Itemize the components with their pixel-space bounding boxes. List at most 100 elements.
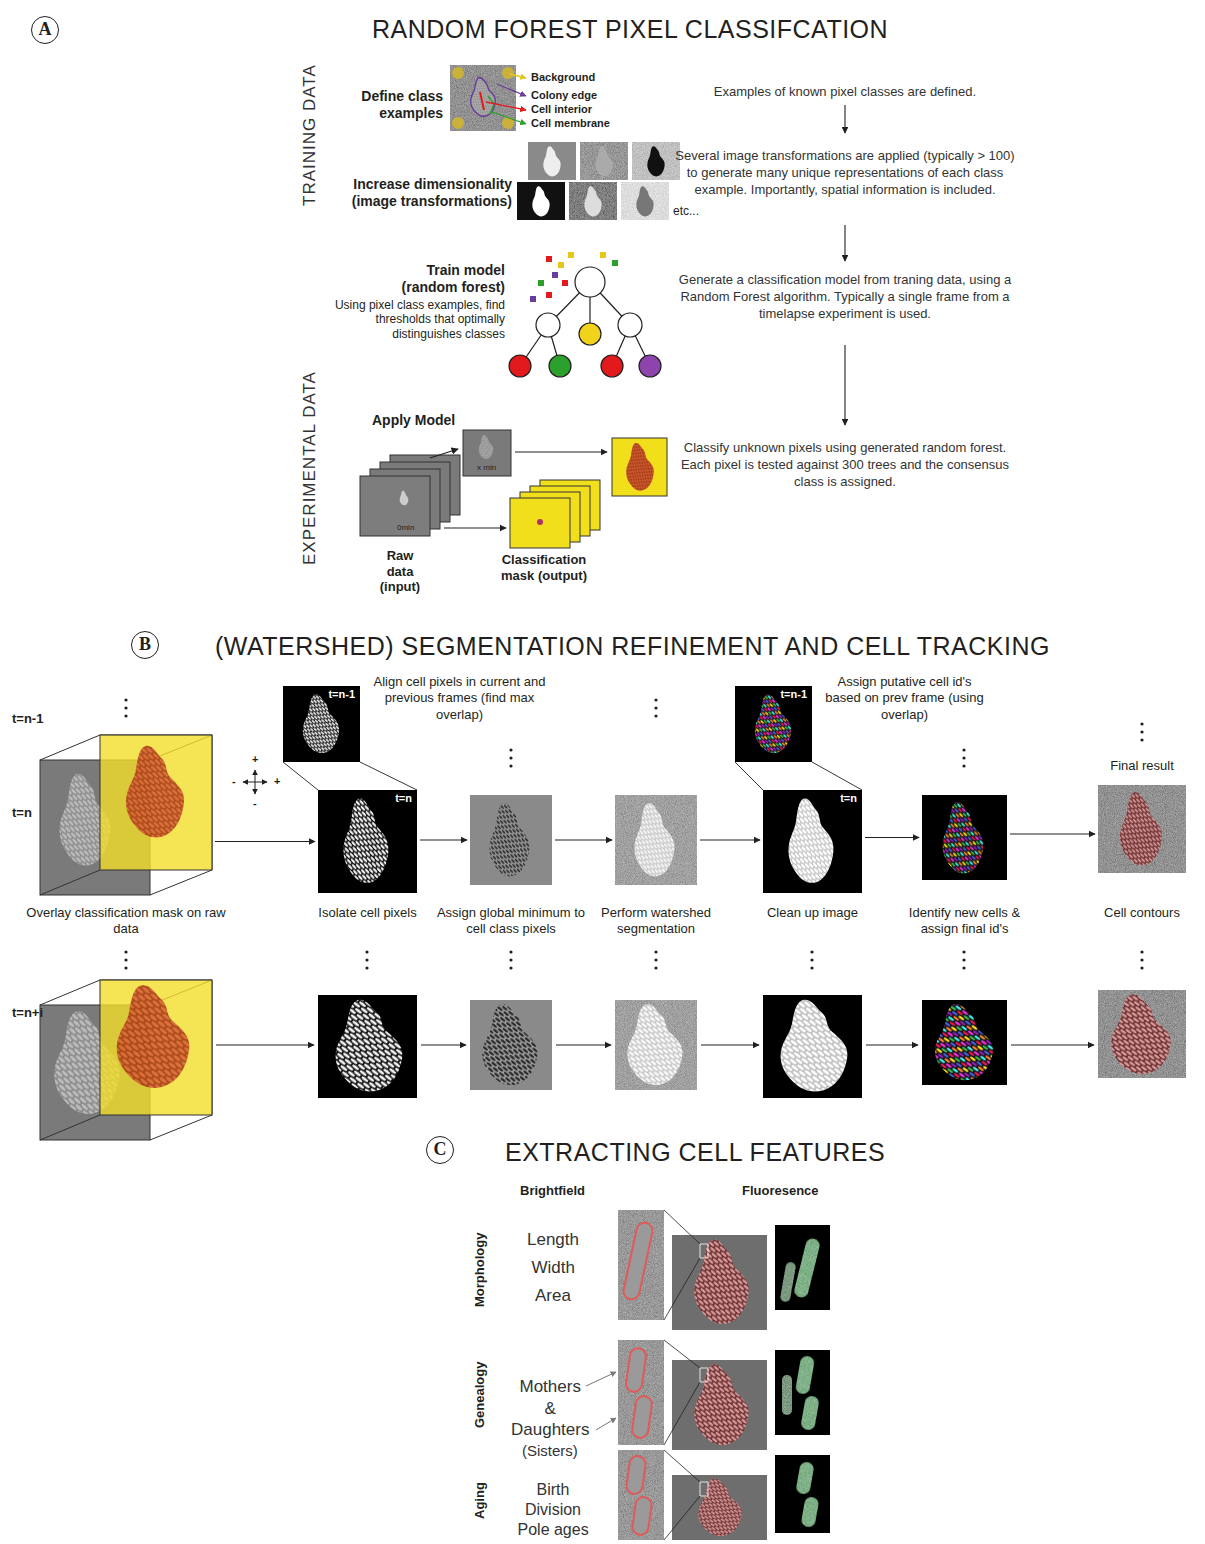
continuation-dots (509, 958, 512, 961)
decision-tree (601, 355, 623, 377)
projection-line (360, 762, 862, 790)
brightfield-crop (631, 1496, 652, 1536)
zoom-line (664, 1496, 700, 1540)
frame-panel (318, 790, 417, 893)
continuation-dots (124, 958, 127, 961)
leader-arrow (586, 1372, 616, 1430)
frame-panel (763, 790, 862, 893)
row-heading: Morphology (472, 1233, 488, 1307)
frame-panel (922, 1000, 1007, 1085)
brightfield-crop (618, 1450, 664, 1540)
continuation-dots (124, 950, 127, 953)
colony-thumbnail (672, 1360, 767, 1450)
watershed-step: Perform watershed segmentation (615, 795, 697, 885)
previous-frame-panel: t=n-1Align cell pixels in current and pr… (283, 686, 360, 762)
flow-arrow (1010, 833, 1095, 834)
decision-tree (509, 267, 661, 377)
class-leader-lines (486, 102, 526, 110)
overlay-cube (40, 1115, 100, 1140)
class-example-image (502, 67, 514, 79)
overlay-cube (40, 870, 100, 895)
section-badge: A (31, 16, 59, 44)
continuation-dots (1140, 738, 1143, 741)
continuation-dots (509, 764, 512, 767)
continuation-dots (509, 950, 512, 953)
leader-arrow (586, 1372, 616, 1386)
class-example-image (471, 78, 496, 117)
transformed-image (569, 182, 617, 220)
frame-panel (615, 1000, 697, 1090)
frame-panel (1111, 994, 1171, 1074)
cleanup-step: t=nClean up image (763, 790, 862, 893)
continuation-dots (962, 966, 965, 969)
fluorescence-crop (801, 1496, 820, 1528)
continuation-dots (1140, 730, 1143, 733)
direction-sign: + (252, 753, 258, 766)
frame-panel (318, 995, 417, 1098)
section-letter: B (132, 632, 158, 657)
column-heading: Fluoresence (742, 1183, 819, 1199)
brightfield-crop (631, 1395, 653, 1439)
training-pixels (530, 296, 536, 302)
step-caption: Overlay classification mask on raw data (26, 905, 226, 938)
continuation-dots (654, 950, 657, 953)
transformed-image (517, 182, 565, 220)
colony-thumbnail (694, 1364, 748, 1445)
frame-time: t=n (393, 792, 414, 805)
decision-tree (549, 355, 571, 377)
zoom-line (664, 1210, 700, 1540)
fluorescence-crop (775, 1455, 830, 1533)
class-leader-lines (492, 112, 526, 124)
previous-frame-panel: t=n-1Assign putative cell id's based on … (735, 686, 812, 762)
class-example-image (452, 67, 464, 79)
flow-arrow (844, 345, 845, 425)
frame-panel (763, 995, 862, 1098)
phase-label: TRAINING DATA (300, 64, 320, 206)
flow-arrow (216, 1044, 314, 1045)
transformed-image (528, 142, 576, 180)
colony-thumbnail (700, 1368, 708, 1382)
fluorescence-crop (775, 1225, 830, 1533)
later-frame (463, 430, 511, 476)
overlay-step: Overlay classification mask on raw data (40, 735, 212, 895)
panel-caption: Classification mask (output) (492, 552, 596, 583)
transformed-image (517, 142, 680, 220)
continuation-dots (810, 950, 813, 953)
phase-label: EXPERIMENTAL DATA (300, 371, 320, 565)
frame-panel (788, 798, 833, 882)
feature-name: (Sisters) (522, 1442, 578, 1460)
frame-panel (470, 795, 552, 885)
continuation-dots (810, 958, 813, 961)
frame-panel (283, 686, 1186, 893)
flow-arrow (701, 1044, 759, 1045)
continuation-dots (810, 966, 813, 969)
section-badge: C (426, 1136, 454, 1164)
time-stamp: x min (477, 463, 496, 473)
fluorescence-crop (775, 1350, 830, 1435)
frame-panel (781, 1000, 848, 1092)
flow-arrow (1011, 1044, 1094, 1045)
transformed-image (580, 142, 628, 180)
step-label: Train model (random forest) (385, 262, 505, 296)
classification-mask-stack (626, 443, 654, 491)
flow-arrow (844, 225, 845, 261)
decision-tree (536, 313, 560, 337)
continuation-dots (1140, 958, 1143, 961)
frame-panel (627, 1004, 682, 1085)
later-frame (463, 430, 511, 476)
continuation-dots (124, 966, 127, 969)
step-description: Using pixel class examples, find thresho… (325, 298, 505, 341)
isolate-step: t=nIsolate cell pixels (318, 790, 417, 893)
projection-line (735, 762, 763, 790)
overlay-cube (40, 980, 212, 1140)
decision-tree (575, 267, 605, 297)
step-caption: Identify new cells & assign final id's (906, 905, 1024, 938)
continuation-dots (654, 714, 657, 717)
flow-arrow (421, 1044, 466, 1045)
frame-panel (318, 990, 1186, 1098)
training-pixels (612, 260, 618, 266)
step-caption: Assign putative cell id's based on prev … (822, 674, 987, 723)
classification-mask-stack (612, 438, 667, 496)
